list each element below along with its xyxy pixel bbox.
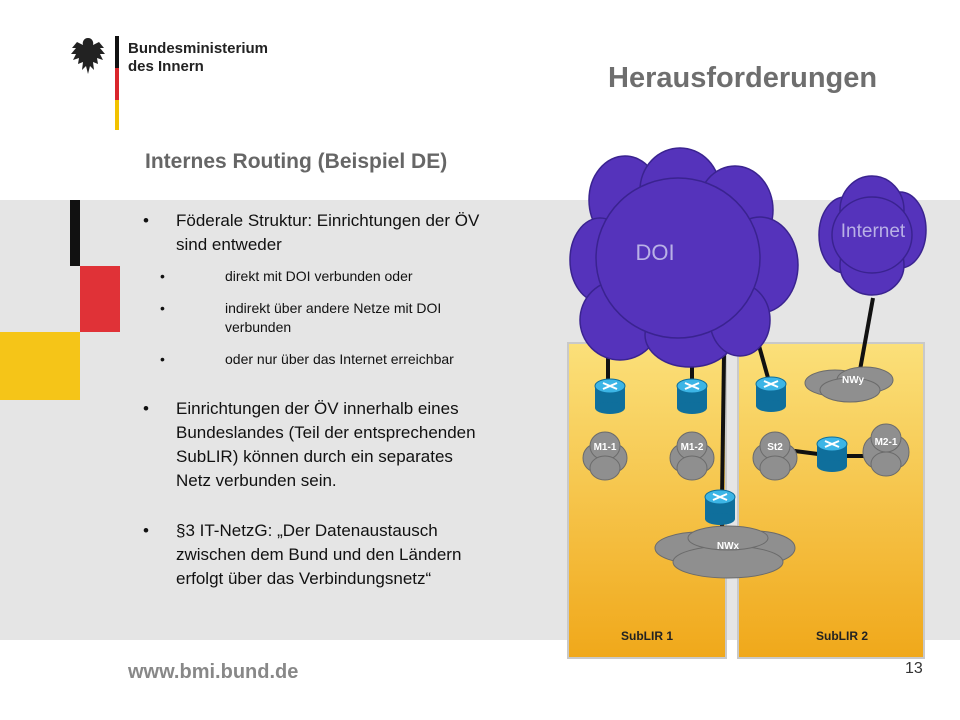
bullet-1-line-1: Föderale Struktur: Einrichtungen der ÖV: [176, 211, 480, 230]
nwy-label: NWy: [842, 375, 864, 386]
internet-label: Internet: [841, 221, 906, 242]
bullet-2-line-1: Einrichtungen der ÖV innerhalb eines: [176, 399, 459, 418]
cloud-m2-1: [862, 423, 910, 477]
cloud-internet: [818, 175, 927, 296]
router-icon: [816, 436, 848, 472]
m1-2-label: M1-2: [681, 442, 704, 453]
sub-bullet-dot: •: [160, 351, 165, 367]
sub-bullet-2-line-1: indirekt über andere Netze mit DOI: [225, 300, 442, 316]
flag-stripe-red: [80, 266, 120, 332]
logo-stripe-gold: [115, 100, 119, 130]
flag-stripe-gold: [0, 332, 80, 400]
m2-1-label: M2-1: [875, 437, 898, 448]
federal-eagle-icon: [71, 38, 105, 74]
section-subtitle: Internes Routing (Beispiel DE): [145, 150, 448, 173]
bullet-2-line-3: SubLIR) können durch ein separates: [176, 447, 453, 466]
bullet-dot: •: [143, 211, 149, 230]
m1-1-label: M1-1: [594, 442, 617, 453]
nwx-label: NWx: [717, 541, 740, 552]
logo-stripe-black: [115, 36, 119, 68]
cloud-nwy: [804, 366, 894, 403]
sub-bullet-dot: •: [160, 300, 165, 316]
router-icon: [704, 489, 736, 525]
logo-stripe-red: [115, 68, 119, 100]
network-diagram: SubLIR 1 SubLIR 2 M1-1 M1-2 St2 M2-1 NWy: [567, 147, 927, 659]
router-icon: [755, 376, 787, 412]
router-icon: [676, 378, 708, 414]
bullet-dot: •: [143, 521, 149, 540]
bullet-dot: •: [143, 399, 149, 418]
bullet-3-line-3: erfolgt über das Verbindungsnetz“: [176, 569, 432, 588]
doi-label: DOI: [635, 240, 674, 265]
sublir-1-label: SubLIR 1: [621, 629, 673, 643]
cloud-m1-1: [582, 431, 628, 481]
sub-bullet-dot: •: [160, 268, 165, 284]
bullet-3-line-2: zwischen dem Bund und den Ländern: [176, 545, 462, 564]
bullet-2-line-4: Netz verbunden sein.: [176, 471, 337, 490]
st2-label: St2: [767, 442, 783, 453]
sub-bullet-2-line-2: verbunden: [225, 319, 292, 335]
page-number: 13: [905, 660, 923, 677]
cloud-m1-2: [669, 431, 715, 481]
cloud-doi: [569, 147, 799, 368]
cloud-nwx: [654, 525, 796, 579]
bullet-2-line-2: Bundeslandes (Teil der entsprechenden: [176, 423, 476, 442]
cloud-st2: [752, 431, 798, 481]
flag-stripe-black: [70, 200, 80, 266]
logo-line-1: Bundesministerium: [128, 40, 269, 57]
bullet-1-line-2: sind entweder: [176, 235, 282, 254]
sub-bullet-3: oder nur über das Internet erreichbar: [225, 351, 454, 367]
sub-bullet-1: direkt mit DOI verbunden oder: [225, 268, 413, 284]
website-url: www.bmi.bund.de: [128, 661, 299, 683]
ministry-logo-text: Bundesministerium des Innern: [128, 40, 268, 76]
page-title: Herausforderungen: [608, 62, 878, 94]
router-icon: [594, 378, 626, 414]
sublir-2-label: SubLIR 2: [816, 629, 868, 643]
logo-line-2: des Innern: [128, 58, 204, 75]
bullet-3-line-1: §3 IT-NetzG: „Der Datenaustausch: [176, 521, 438, 540]
